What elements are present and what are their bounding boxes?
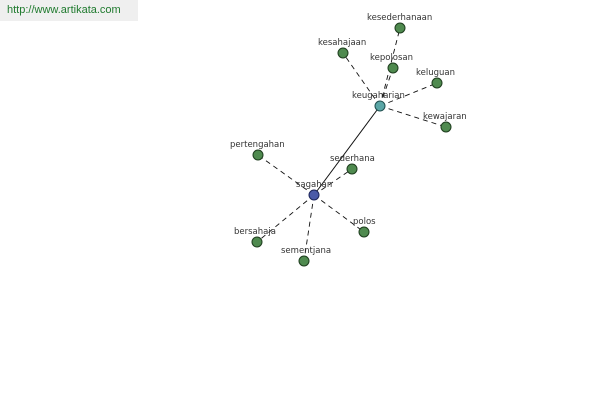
- node-pertengahan[interactable]: pertengahan: [230, 140, 285, 161]
- node-keugaharian[interactable]: keugaharian: [352, 91, 405, 112]
- node-label-kesederhanaan: kesederhanaan: [367, 13, 432, 23]
- node-sementjana[interactable]: sementjana: [281, 246, 331, 267]
- edge-keugaharian-keluguan: [379, 82, 438, 107]
- node-label-keugaharian: keugaharian: [352, 91, 405, 101]
- node-sagahan[interactable]: sagahan: [296, 180, 332, 201]
- node-keluguan[interactable]: keluguan: [416, 68, 455, 89]
- node-polos[interactable]: polos: [353, 217, 376, 238]
- watermark-url[interactable]: http://www.artikata.com: [0, 0, 138, 21]
- node-dot-sementjana[interactable]: [298, 255, 310, 267]
- node-dot-pertengahan[interactable]: [252, 149, 264, 161]
- edge-keugaharian-kewajaran: [379, 105, 447, 128]
- node-label-polos: polos: [353, 217, 376, 227]
- node-label-kesahajaan: kesahajaan: [318, 38, 366, 48]
- node-dot-kewajaran[interactable]: [440, 121, 452, 133]
- edge-sagahan-polos: [313, 194, 365, 233]
- node-label-bersahaja: bersahaja: [234, 227, 276, 237]
- node-dot-bersahaja[interactable]: [251, 236, 263, 248]
- node-dot-kepolosan[interactable]: [387, 62, 399, 74]
- node-dot-keluguan[interactable]: [431, 77, 443, 89]
- edge-sagahan-pertengahan: [257, 154, 315, 196]
- node-dot-sederhana[interactable]: [346, 163, 358, 175]
- edge-sagahan-bersahaja: [256, 194, 315, 243]
- node-dot-kesederhanaan[interactable]: [394, 22, 406, 34]
- node-sederhana[interactable]: sederhana: [330, 154, 375, 175]
- edges-layer: [256, 27, 447, 262]
- node-kesahajaan[interactable]: kesahajaan: [318, 38, 366, 59]
- node-label-sagahan: sagahan: [296, 180, 332, 190]
- node-kepolosan[interactable]: kepolosan: [370, 53, 413, 74]
- node-kewajaran[interactable]: kewajaran: [423, 112, 467, 133]
- node-label-keluguan: keluguan: [416, 68, 455, 78]
- edge-keugaharian-kepolosan: [379, 67, 394, 107]
- edge-sagahan-keugaharian: [313, 105, 381, 196]
- node-dot-sagahan[interactable]: [308, 189, 320, 201]
- edge-sagahan-sementjana: [303, 194, 315, 262]
- node-dot-keugaharian[interactable]: [374, 100, 386, 112]
- edge-keugaharian-kesahajaan: [342, 52, 381, 107]
- node-kesederhanaan[interactable]: kesederhanaan: [367, 13, 432, 34]
- node-bersahaja[interactable]: bersahaja: [234, 227, 276, 248]
- node-label-sederhana: sederhana: [330, 154, 375, 164]
- edge-sagahan-sederhana: [313, 168, 353, 196]
- nodes-layer: sagahan keugaharian kesederhanaan kesahajaa…: [230, 13, 467, 267]
- node-label-kepolosan: kepolosan: [370, 53, 413, 63]
- node-label-sementjana: sementjana: [281, 246, 331, 256]
- node-dot-kesahajaan[interactable]: [337, 47, 349, 59]
- node-label-kewajaran: kewajaran: [423, 112, 467, 122]
- node-label-pertengahan: pertengahan: [230, 140, 285, 150]
- node-dot-polos[interactable]: [358, 226, 370, 238]
